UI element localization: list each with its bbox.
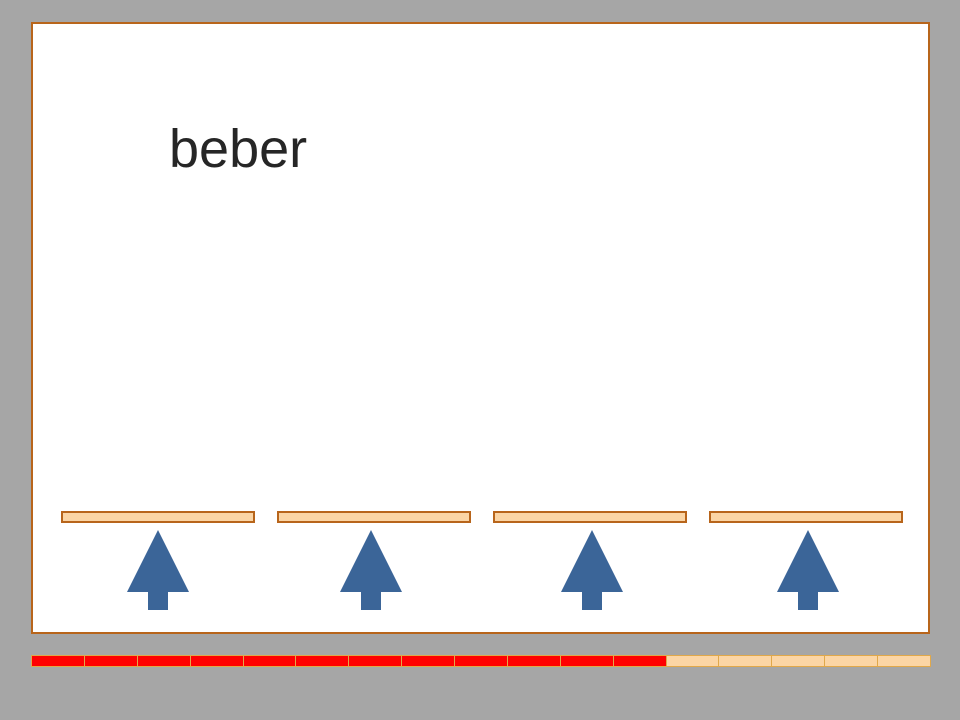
prompt-word: beber	[169, 119, 308, 179]
select-button-3[interactable]	[560, 528, 624, 610]
exercise-card: beber	[31, 22, 930, 634]
up-arrow-icon	[127, 530, 189, 610]
progress-segment-complete	[137, 655, 191, 667]
progress-segment-complete	[190, 655, 244, 667]
progress-segment-remaining	[878, 655, 931, 667]
select-button-4[interactable]	[776, 528, 840, 610]
answer-slot-2[interactable]	[277, 511, 471, 523]
progress-segment-remaining	[666, 655, 720, 667]
progress-segment-complete	[507, 655, 561, 667]
progress-segment-remaining	[719, 655, 773, 667]
progress-segment-complete	[84, 655, 138, 667]
select-button-1[interactable]	[126, 528, 190, 610]
progress-segment-complete	[455, 655, 508, 667]
answer-slot-4[interactable]	[709, 511, 903, 523]
select-button-2[interactable]	[339, 528, 403, 610]
progress-segment-complete	[31, 655, 85, 667]
progress-segment-remaining	[825, 655, 878, 667]
answer-slot-3[interactable]	[493, 511, 687, 523]
answer-slot-1[interactable]	[61, 511, 255, 523]
progress-segment-remaining	[772, 655, 826, 667]
progress-bar	[31, 655, 931, 667]
progress-segment-complete	[349, 655, 403, 667]
progress-segment-complete	[402, 655, 455, 667]
progress-segment-complete	[296, 655, 350, 667]
up-arrow-icon	[777, 530, 839, 610]
progress-segment-complete	[560, 655, 614, 667]
progress-segment-complete	[613, 655, 667, 667]
up-arrow-icon	[561, 530, 623, 610]
progress-segment-complete	[243, 655, 297, 667]
up-arrow-icon	[340, 530, 402, 610]
